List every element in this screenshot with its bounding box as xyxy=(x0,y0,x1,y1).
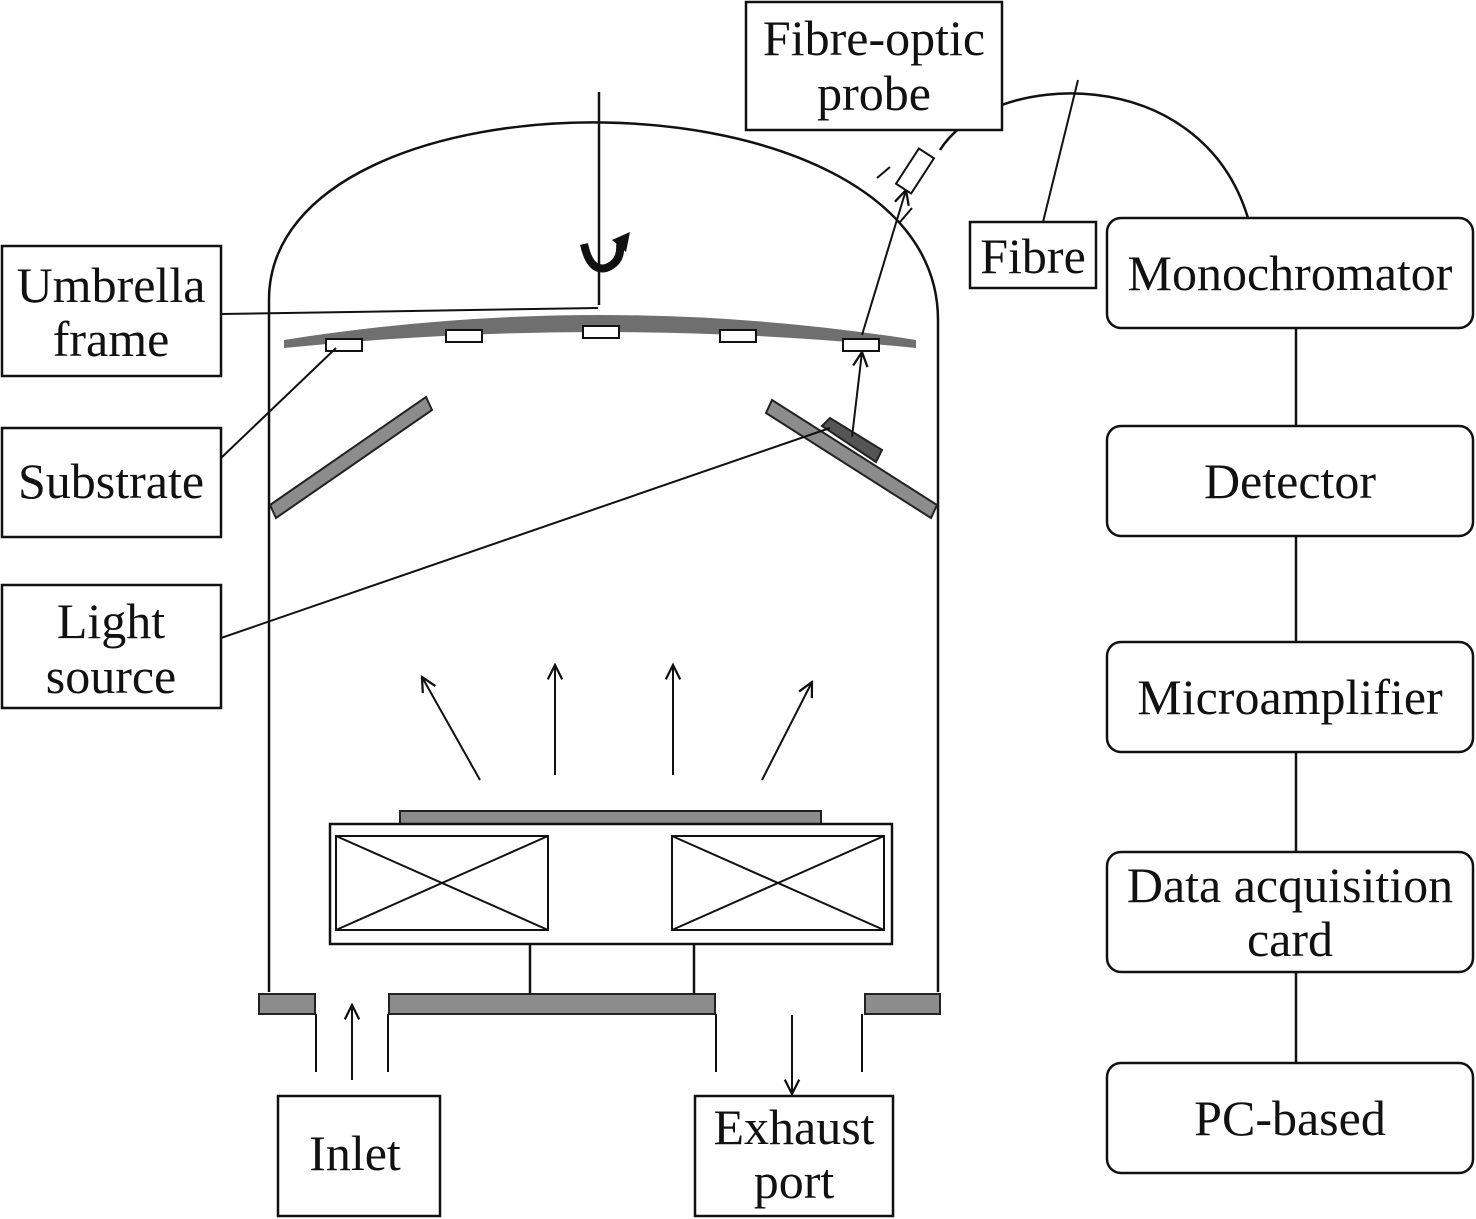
substrate-5 xyxy=(842,338,880,352)
label-inlet: Inlet xyxy=(276,1094,442,1218)
right-plate xyxy=(764,398,939,520)
substrate-leader xyxy=(220,347,337,459)
fibre-optic-probe-label-line2: probe xyxy=(817,65,931,121)
base-plate xyxy=(258,993,941,1015)
vacuum-chamber xyxy=(267,121,940,992)
umbrella-frame-label-line1: Umbrella xyxy=(17,257,206,313)
inlet-pipe xyxy=(315,1005,389,1080)
substrate-2 xyxy=(445,329,483,343)
fibre-leader xyxy=(1042,79,1079,223)
substrate-1 xyxy=(325,338,363,352)
label-umbrella-frame: Umbrella frame xyxy=(0,244,223,378)
chain-box-monochromator: Monochromator xyxy=(1105,216,1475,330)
label-exhaust-port: Exhaust port xyxy=(693,1094,895,1218)
evaporation-arrows xyxy=(422,665,812,781)
label-fibre-optic-probe: Fibre-optic probe xyxy=(744,0,1004,132)
chain-box-microamplifier: Microamplifier xyxy=(1105,640,1475,754)
evaporation-source xyxy=(328,810,894,994)
probe-light-arrow xyxy=(861,190,906,336)
umbrella-frame-leader xyxy=(220,307,599,315)
light-source-label-line1: Light xyxy=(57,593,165,649)
substrates xyxy=(325,325,880,352)
left-plate xyxy=(268,395,434,520)
fibre-optic-probe-label-line1: Fibre-optic xyxy=(763,10,985,66)
chain-label-line1: Data acquisition xyxy=(1127,857,1453,913)
fibre-optic-probe-head xyxy=(876,147,936,223)
chain-label: PC-based xyxy=(1194,1090,1386,1146)
label-fibre: Fibre xyxy=(968,220,1098,290)
light-source-leader xyxy=(220,427,831,639)
exhaust-port-label-line1: Exhaust xyxy=(713,1099,874,1155)
chain-label: Microamplifier xyxy=(1137,669,1443,725)
reflected-light-arrow xyxy=(851,352,862,438)
substrate-3 xyxy=(582,325,620,339)
label-substrate: Substrate xyxy=(0,426,223,539)
chain-box-pc-based: PC-based xyxy=(1105,1061,1475,1175)
exhaust-pipe xyxy=(715,1014,863,1094)
substrate-label: Substrate xyxy=(18,453,204,509)
exhaust-port-label-line2: port xyxy=(754,1153,835,1209)
inlet-label: Inlet xyxy=(309,1125,401,1181)
chain-label: Monochromator xyxy=(1128,245,1453,301)
substrate-4 xyxy=(719,329,757,343)
chain-label-line2: card xyxy=(1247,911,1333,967)
light-source-element xyxy=(820,416,884,464)
signal-chain: MonochromatorDetectorMicroamplifierData … xyxy=(1105,216,1475,1175)
fibre-label: Fibre xyxy=(980,228,1086,284)
rotation-arrow-icon xyxy=(580,232,630,273)
light-source-label-line2: source xyxy=(46,648,177,704)
umbrella-frame-label-line2: frame xyxy=(53,311,170,367)
label-light-source: Light source xyxy=(0,583,223,710)
chain-label: Detector xyxy=(1204,453,1376,509)
chain-box-detector: Detector xyxy=(1105,424,1475,538)
